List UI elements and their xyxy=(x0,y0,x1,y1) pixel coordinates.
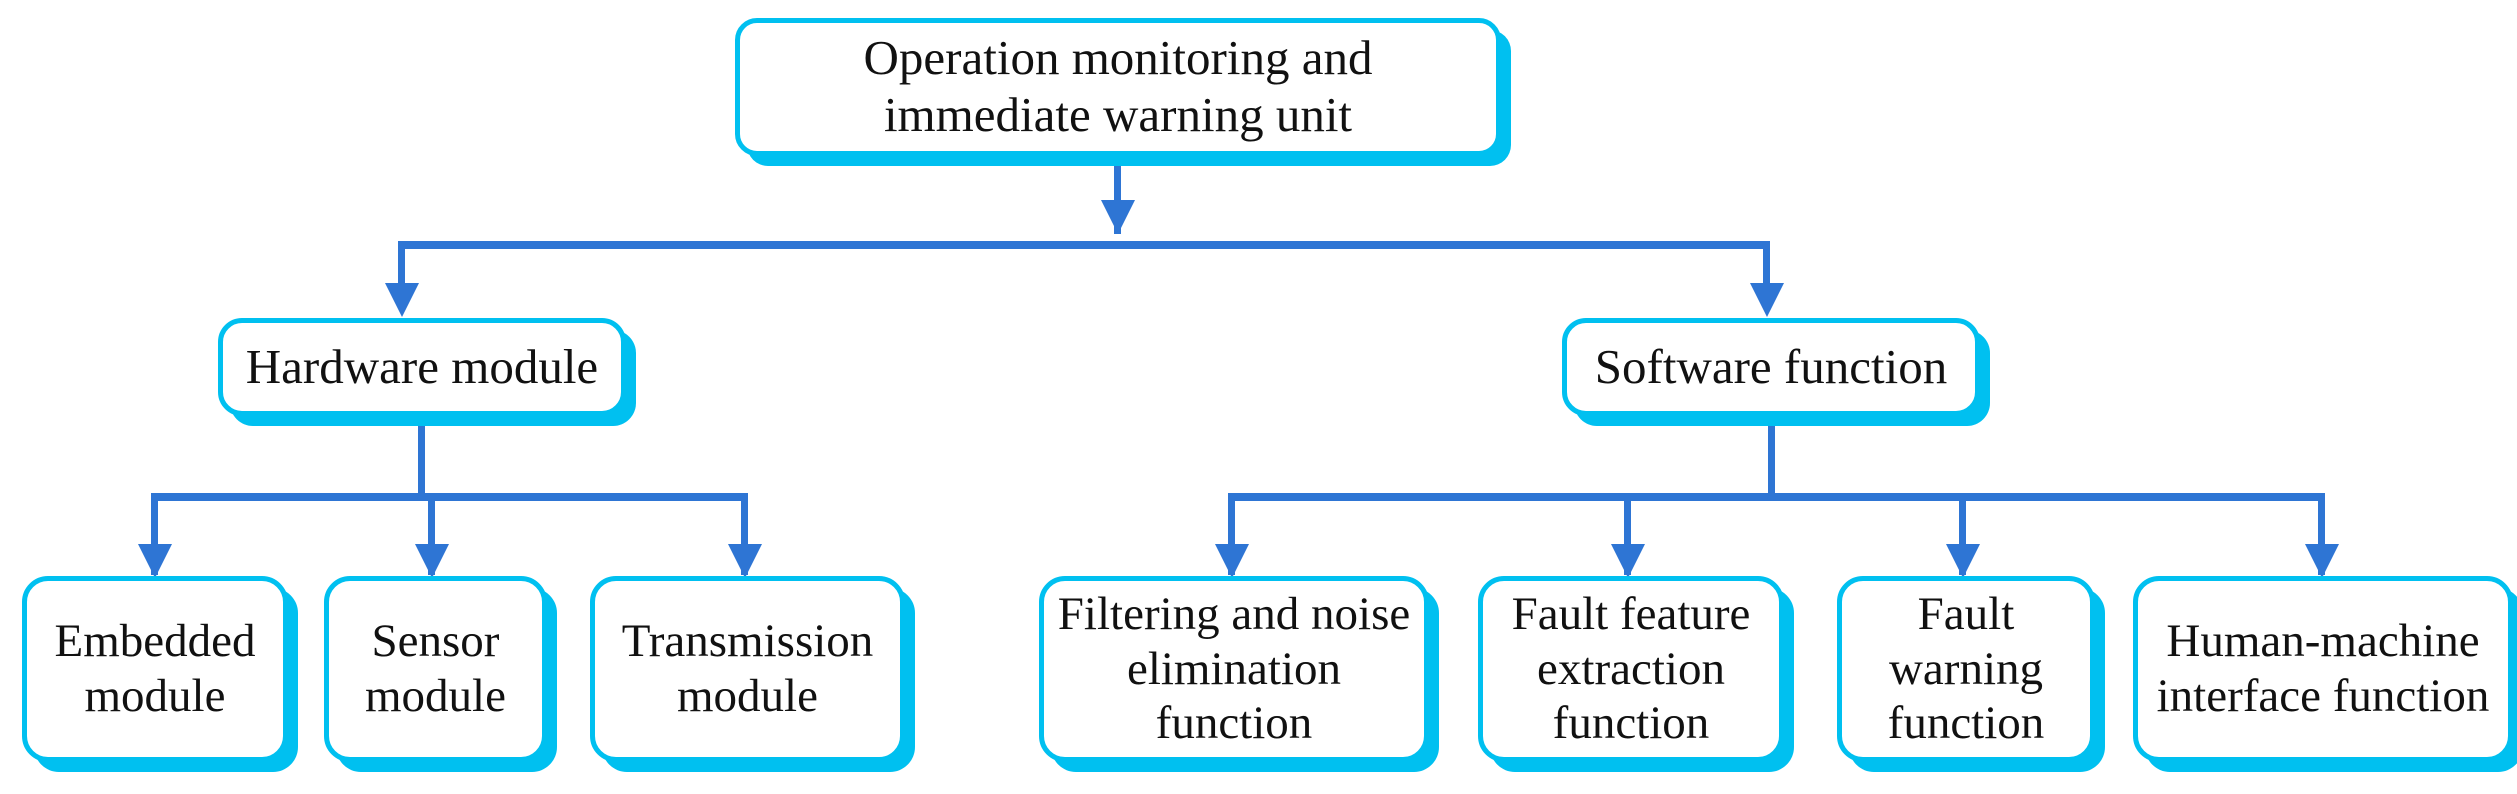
node-fault-feature-extraction-function: Fault feature extraction function xyxy=(1478,576,1784,762)
arrowhead-to-hardware-module xyxy=(385,283,419,317)
node-label: Fault feature extraction function xyxy=(1511,588,1751,750)
connector-drop-hmi-function xyxy=(2318,493,2325,575)
node-label: Fault warning function xyxy=(1887,588,2045,750)
node-filtering-and-noise-elimination-function: Filtering and noise elimination function xyxy=(1039,576,1429,762)
node-label: Hardware module xyxy=(245,338,599,394)
connector-bus-software xyxy=(1228,493,2325,501)
node-label: Embedded module xyxy=(54,615,256,722)
node-embedded-module: Embedded module xyxy=(22,576,288,762)
node-label: Filtering and noise elimination function xyxy=(1057,588,1411,750)
arrowhead-to-filtering-function xyxy=(1215,544,1249,578)
arrowhead-to-hmi-function xyxy=(2305,544,2339,578)
connector-root-stem xyxy=(1114,156,1121,234)
node-label: Transmission module xyxy=(621,615,874,722)
node-hardware-module: Hardware module xyxy=(218,318,626,416)
node-root-operation-monitoring: Operation monitoring and immediate warni… xyxy=(735,18,1501,156)
connector-drop-filtering-function xyxy=(1228,493,1235,575)
connector-drop-software xyxy=(1763,241,1770,293)
node-transmission-module: Transmission module xyxy=(590,576,905,762)
node-software-function: Software function xyxy=(1562,318,1980,416)
connector-drop-hardware xyxy=(398,241,405,293)
node-label: Software function xyxy=(1594,338,1948,394)
node-label: Operation monitoring and immediate warni… xyxy=(863,30,1373,142)
connector-bus-level1 xyxy=(398,241,1770,249)
connector-hardware-stem xyxy=(418,416,425,496)
connector-drop-sensor-module xyxy=(428,493,435,575)
arrowhead-to-warning-function xyxy=(1946,544,1980,578)
arrowhead-to-transmission-module xyxy=(728,544,762,578)
arrowhead-to-embedded-module xyxy=(138,544,172,578)
node-label: Human-machine interface function xyxy=(2156,615,2490,722)
connector-drop-embedded-module xyxy=(151,493,158,575)
node-human-machine-interface-function: Human-machine interface function xyxy=(2133,576,2513,762)
connector-drop-extraction-function xyxy=(1624,493,1631,575)
arrowhead-root-to-bus xyxy=(1101,200,1135,234)
arrowhead-to-sensor-module xyxy=(415,544,449,578)
connector-drop-warning-function xyxy=(1959,493,1966,575)
node-sensor-module: Sensor module xyxy=(324,576,547,762)
connector-drop-transmission-module xyxy=(741,493,748,575)
node-fault-warning-function: Fault warning function xyxy=(1837,576,2095,762)
node-label: Sensor module xyxy=(365,615,506,722)
connector-bus-hardware xyxy=(151,493,748,501)
arrowhead-to-software-function xyxy=(1750,283,1784,317)
connector-software-stem xyxy=(1768,416,1775,496)
arrowhead-to-extraction-function xyxy=(1611,544,1645,578)
